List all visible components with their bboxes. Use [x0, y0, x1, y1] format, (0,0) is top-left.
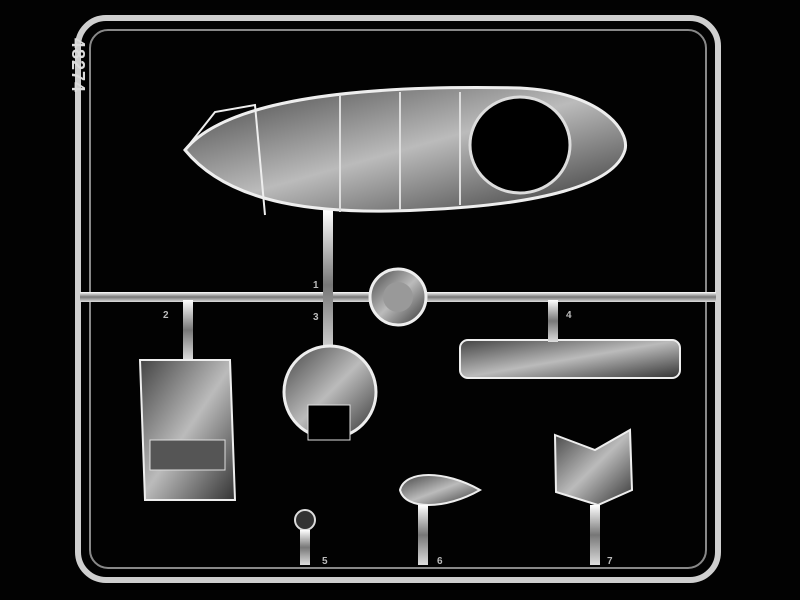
part-number-tag: 6: [437, 556, 443, 567]
part-number-tag: 2: [163, 310, 169, 321]
windscreen-part: [138, 300, 237, 501]
dome-part: [282, 344, 378, 441]
small-disc-part: [294, 509, 316, 531]
sprue-code: 48274: [68, 38, 88, 94]
part-number-tag: 3: [313, 312, 319, 323]
teardrop-lens-part: [398, 474, 483, 565]
tube-part: [459, 339, 681, 379]
folded-panel-part: [553, 428, 634, 565]
sprue-frame: [75, 15, 721, 583]
part-number-tag: 1: [313, 280, 319, 291]
canopy-part: [183, 86, 628, 216]
part-number-tag: 7: [607, 556, 613, 567]
part-number-tag: 4: [566, 310, 572, 321]
part-number-tag: 5: [322, 556, 328, 567]
